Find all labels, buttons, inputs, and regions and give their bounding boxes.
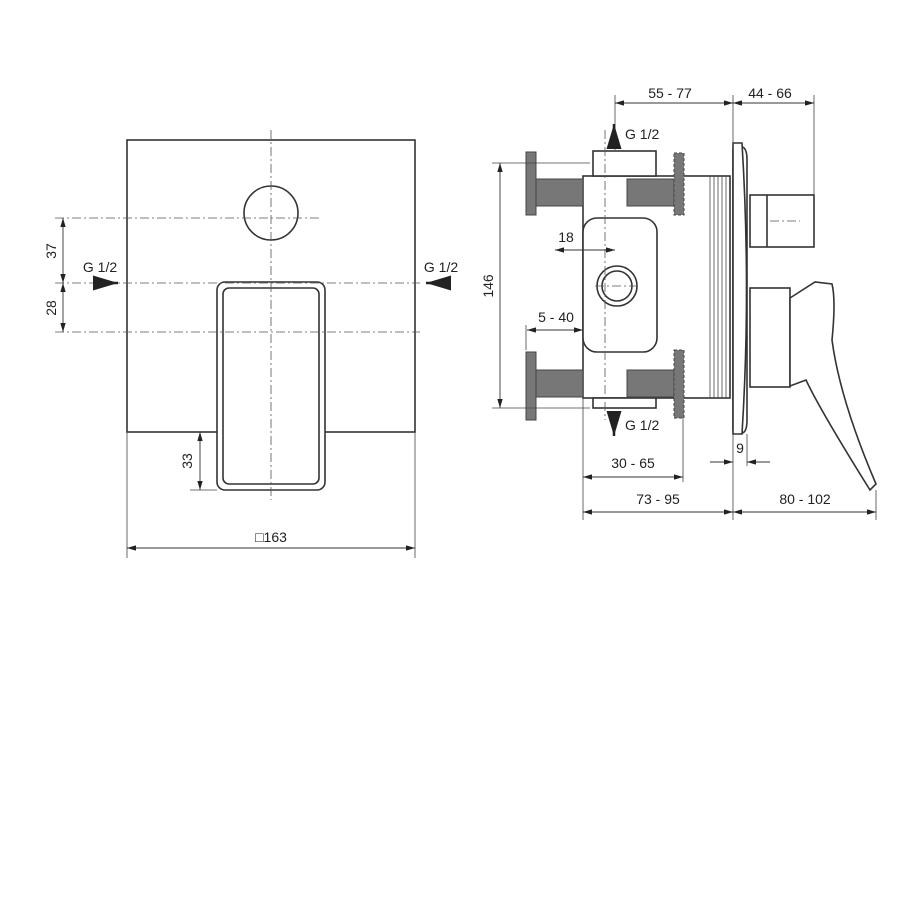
dim-18-label: 18 xyxy=(558,229,574,245)
dim-9-label: 9 xyxy=(736,440,744,456)
side-view: 55 - 77 44 - 66 146 18 5 - 40 30 - 65 73… xyxy=(480,85,877,520)
flange-top-right xyxy=(673,152,685,216)
dim-28-label: 28 xyxy=(43,300,59,316)
flange-bottom-right xyxy=(673,349,685,419)
dim-73-95-label: 73 - 95 xyxy=(636,491,680,507)
lever-base xyxy=(749,287,791,388)
pipe-top-right xyxy=(626,178,675,207)
dim-44-66-label: 44 - 66 xyxy=(748,85,792,101)
dim-146-label: 146 xyxy=(480,274,496,298)
flange-top-left xyxy=(525,151,537,216)
pipe-bottom-left xyxy=(535,369,584,398)
pipe-bottom-right xyxy=(626,369,675,398)
inlet-right-label: G 1/2 xyxy=(424,259,458,275)
dim-37-label: 37 xyxy=(43,243,59,259)
outlet-bottom-label: G 1/2 xyxy=(625,417,659,433)
dim-30-65-label: 30 - 65 xyxy=(611,455,655,471)
inlet-left-label: G 1/2 xyxy=(83,259,117,275)
top-fitting xyxy=(592,150,657,177)
front-view: 37 28 33 □163 G 1/2 G 1/2 xyxy=(43,130,458,558)
dim-55-77-label: 55 - 77 xyxy=(648,85,692,101)
dim-5-40-label: 5 - 40 xyxy=(538,309,574,325)
flange-bottom-left xyxy=(525,351,537,421)
pipe-top-left xyxy=(535,178,584,207)
thread xyxy=(709,176,727,398)
dim-33-label: 33 xyxy=(179,453,195,469)
bottom-fitting xyxy=(592,397,657,409)
outlet-top-label: G 1/2 xyxy=(625,126,659,142)
dim-80-102-label: 80 - 102 xyxy=(779,491,831,507)
dim-163-label: □163 xyxy=(255,529,287,545)
lever-handle-side xyxy=(789,281,877,492)
